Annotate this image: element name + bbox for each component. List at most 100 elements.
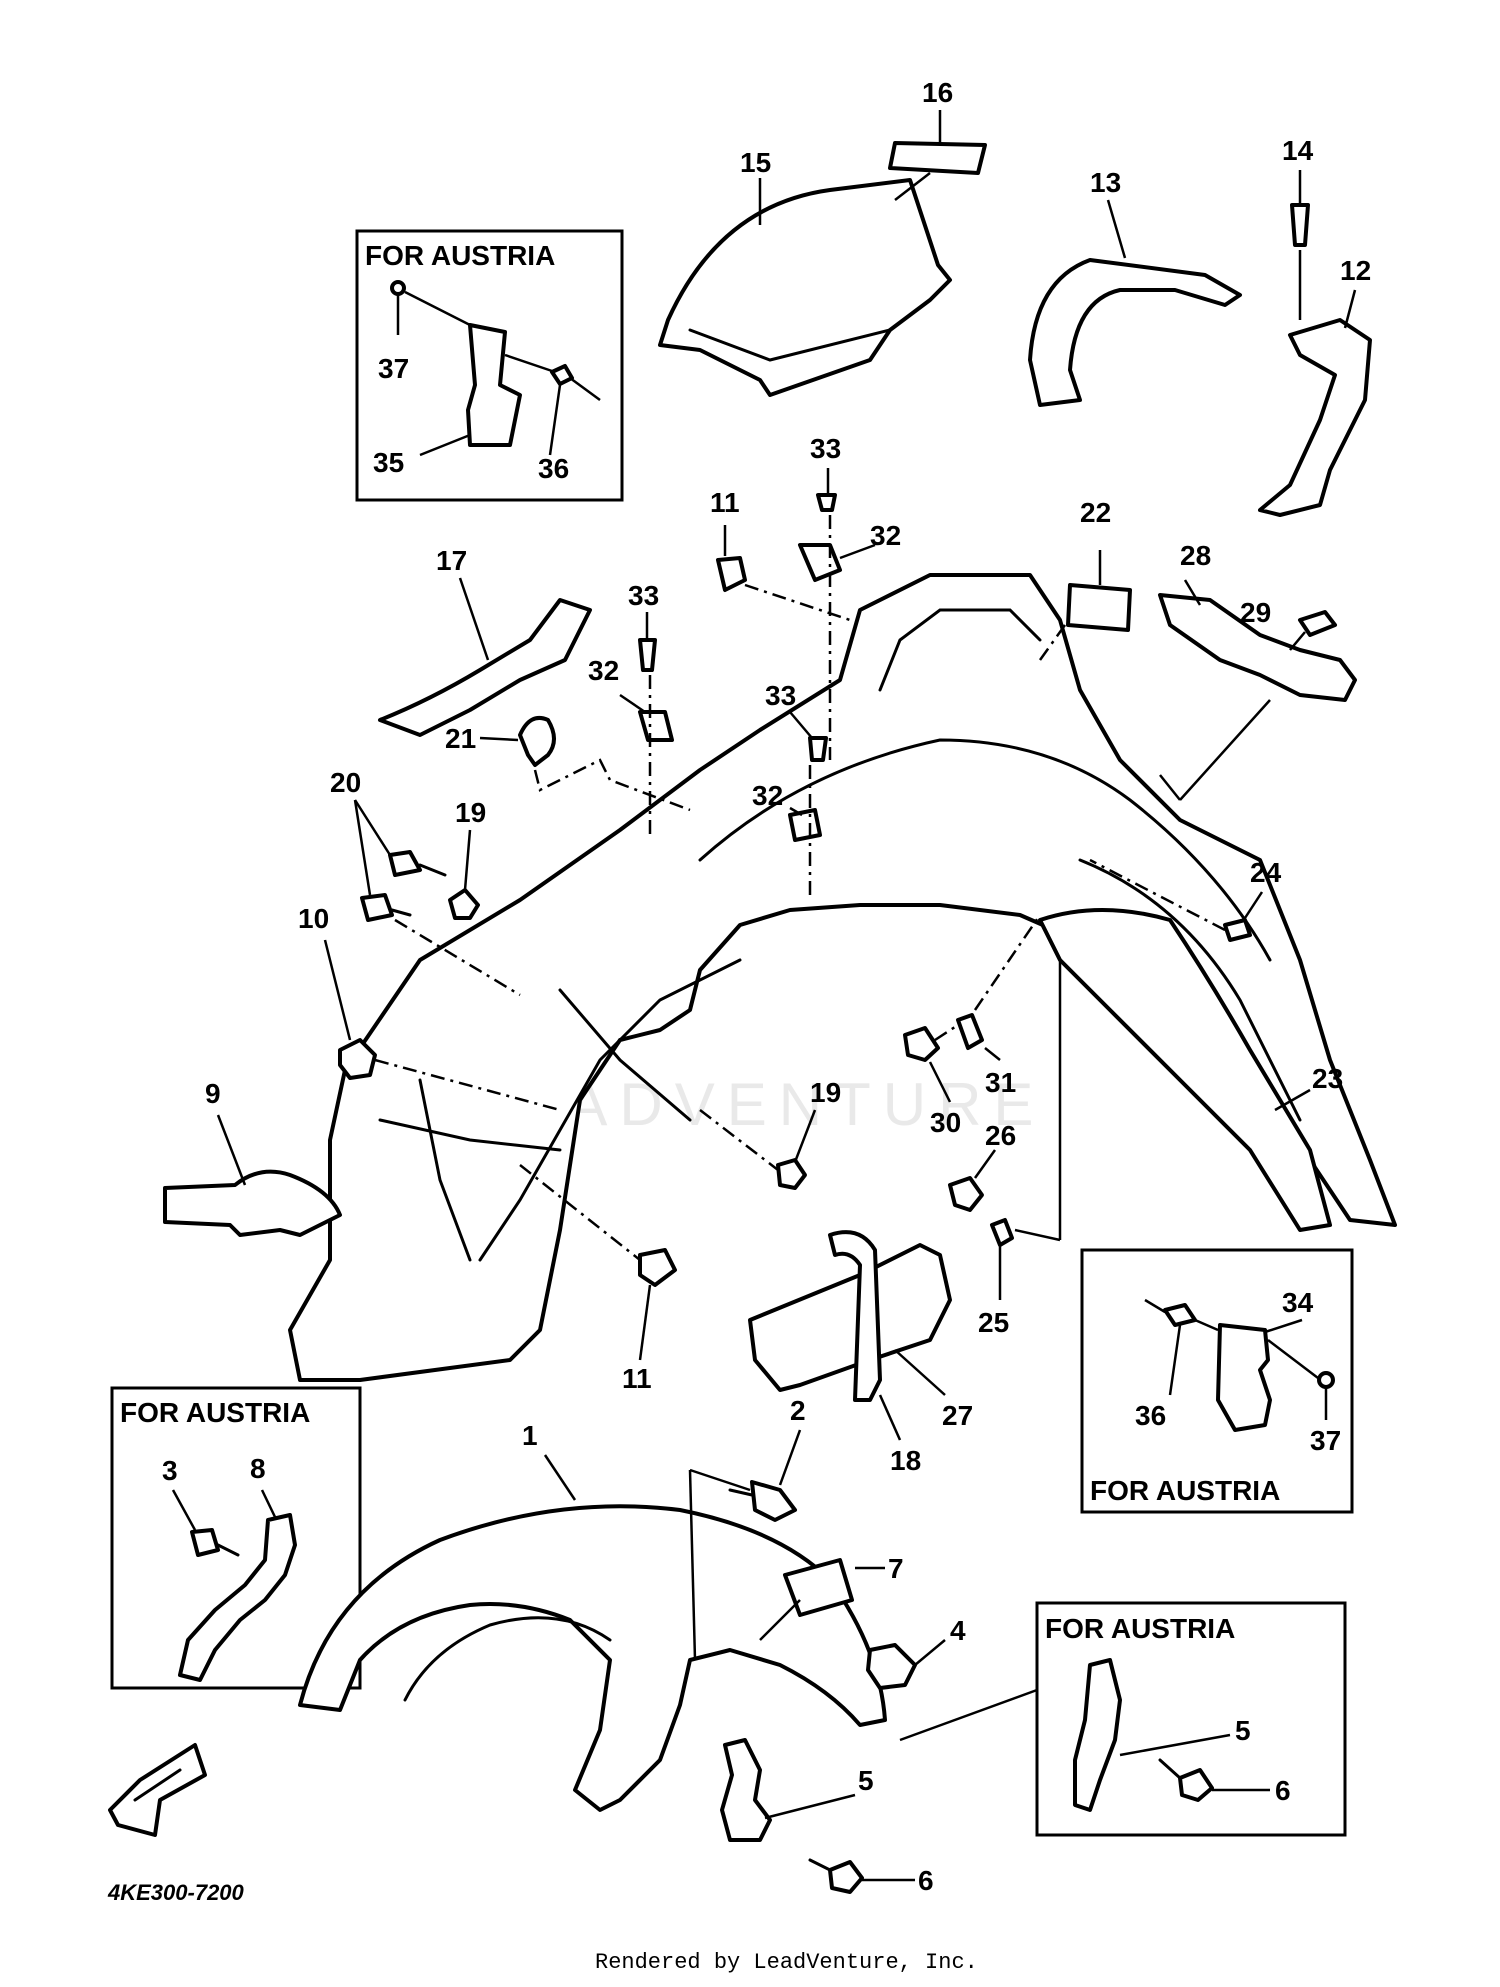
grommet-part-4 <box>866 1643 917 1690</box>
rear-fender-part-23 <box>1038 908 1332 1232</box>
callout-9: 9 <box>205 1078 221 1109</box>
callout-35: 35 <box>373 447 404 478</box>
bolt-part-3 <box>190 1528 220 1557</box>
callout-32-mid: 32 <box>588 655 619 686</box>
callout-28: 28 <box>1180 540 1211 571</box>
callout-15: 15 <box>740 147 771 178</box>
callout-32-top: 32 <box>870 520 901 551</box>
bolt-part-20-b <box>360 893 394 922</box>
bracket-part-7 <box>783 1558 854 1617</box>
callout-4: 4 <box>950 1615 966 1646</box>
austria-box-top-left-title: FOR AUSTRIA <box>365 240 555 271</box>
footer-credit: Rendered by LeadVenture, Inc. <box>595 1950 978 1975</box>
callout-33-top: 33 <box>810 433 841 464</box>
callout-23: 23 <box>1312 1063 1343 1094</box>
callout-22: 22 <box>1080 497 1111 528</box>
front-fender-part-1 <box>298 1504 887 1812</box>
callout-30: 30 <box>930 1107 961 1138</box>
callout-11-bottom: 11 <box>622 1363 652 1394</box>
flap-part-9 <box>163 1169 342 1237</box>
austria-box-right-title: FOR AUSTRIA <box>1090 1475 1280 1506</box>
clip-part-32-low <box>788 808 822 842</box>
callout-27: 27 <box>942 1400 973 1431</box>
bracket-part-17 <box>378 598 592 737</box>
austria-box-bottom-title: FOR AUSTRIA <box>1045 1613 1235 1644</box>
front-direction-icon <box>108 1743 207 1837</box>
callout-19-bottom: 19 <box>810 1077 841 1108</box>
tool-bag-part-27 <box>748 1243 952 1392</box>
callout-31: 31 <box>985 1067 1016 1098</box>
nut-part-33-mid <box>638 638 657 672</box>
callout-33-mid: 33 <box>628 580 659 611</box>
austria-box-left: FOR AUSTRIA <box>110 1386 362 1690</box>
callout-12: 12 <box>1340 255 1371 286</box>
bolt-part-11-bottom <box>638 1248 677 1287</box>
emblem-part-16 <box>888 141 987 175</box>
callout-24: 24 <box>1250 857 1282 888</box>
cover-part-15 <box>658 178 952 397</box>
clamp-part-21 <box>518 715 556 767</box>
callout-17: 17 <box>436 545 467 576</box>
nut-part-37-right <box>1317 1371 1335 1389</box>
callout-11-top: 11 <box>710 487 740 518</box>
callout-20: 20 <box>330 767 361 798</box>
diagram-code: 4KE300-7200 <box>107 1880 245 1905</box>
bolt-part-6 <box>828 1860 864 1894</box>
collar-part-31 <box>956 1013 984 1050</box>
callout-36-top: 36 <box>538 453 569 484</box>
callout-7: 7 <box>888 1553 904 1584</box>
grommet-part-19-top <box>448 888 480 920</box>
callout-1: 1 <box>522 1420 538 1451</box>
nut-part-33-low <box>808 736 828 762</box>
bolt-part-29 <box>1298 610 1337 637</box>
callout-19-top: 19 <box>455 797 486 828</box>
callout-16: 16 <box>922 77 953 108</box>
bracket-part-28 <box>1158 593 1357 702</box>
callout-13: 13 <box>1090 167 1121 198</box>
bolt-part-2 <box>750 1480 797 1522</box>
nut-part-33-top <box>816 493 837 512</box>
bolt-part-11-top <box>716 556 747 592</box>
reflector-part-22 <box>1066 583 1132 632</box>
callout-labels: 1 2 3 4 5 5 6 6 7 8 9 10 11 11 12 13 14 … <box>162 77 1371 1896</box>
bracket-part-5-austria <box>1073 1658 1122 1812</box>
austria-box-right: FOR AUSTRIA <box>1080 1248 1354 1514</box>
callout-8: 8 <box>250 1453 266 1484</box>
nut-part-26 <box>948 1176 984 1212</box>
austria-box-bottom: FOR AUSTRIA <box>899 1601 1347 1837</box>
bracket-part-35 <box>466 323 522 447</box>
callout-37-top: 37 <box>378 353 409 384</box>
washer-part-25 <box>990 1218 1014 1247</box>
callout-6: 6 <box>918 1865 934 1896</box>
callout-6-austria: 6 <box>1275 1775 1291 1806</box>
callout-26: 26 <box>985 1120 1016 1151</box>
strap-part-18 <box>828 1230 882 1402</box>
callout-14: 14 <box>1282 135 1314 166</box>
callout-36-right: 36 <box>1135 1400 1166 1431</box>
screw-part-24 <box>1223 918 1252 942</box>
nut-part-10 <box>338 1038 377 1080</box>
callout-5: 5 <box>858 1765 874 1796</box>
bolt-part-36-top <box>550 364 574 386</box>
bolt-part-36-right <box>1163 1303 1197 1327</box>
callout-3: 3 <box>162 1455 178 1486</box>
clip-part-32-top <box>798 543 842 582</box>
nut-part-30 <box>903 1026 940 1062</box>
bracket-part-8 <box>178 1513 297 1682</box>
callout-5-austria: 5 <box>1235 1715 1251 1746</box>
callout-25: 25 <box>978 1307 1009 1338</box>
bracket-part-5 <box>720 1738 772 1842</box>
grommet-part-19-bottom <box>776 1158 807 1190</box>
callout-10: 10 <box>298 903 329 934</box>
callout-32-low: 32 <box>752 780 783 811</box>
callout-34: 34 <box>1282 1287 1314 1318</box>
callout-21: 21 <box>445 723 476 754</box>
bolt-part-20-a <box>388 850 422 877</box>
bracket-part-34 <box>1216 1323 1272 1432</box>
grab-bar-part-13 <box>1028 258 1242 407</box>
callout-18: 18 <box>890 1445 921 1476</box>
austria-box-left-title: FOR AUSTRIA <box>120 1397 310 1428</box>
callout-37-right: 37 <box>1310 1425 1341 1456</box>
clip-part-32-mid <box>638 710 674 742</box>
